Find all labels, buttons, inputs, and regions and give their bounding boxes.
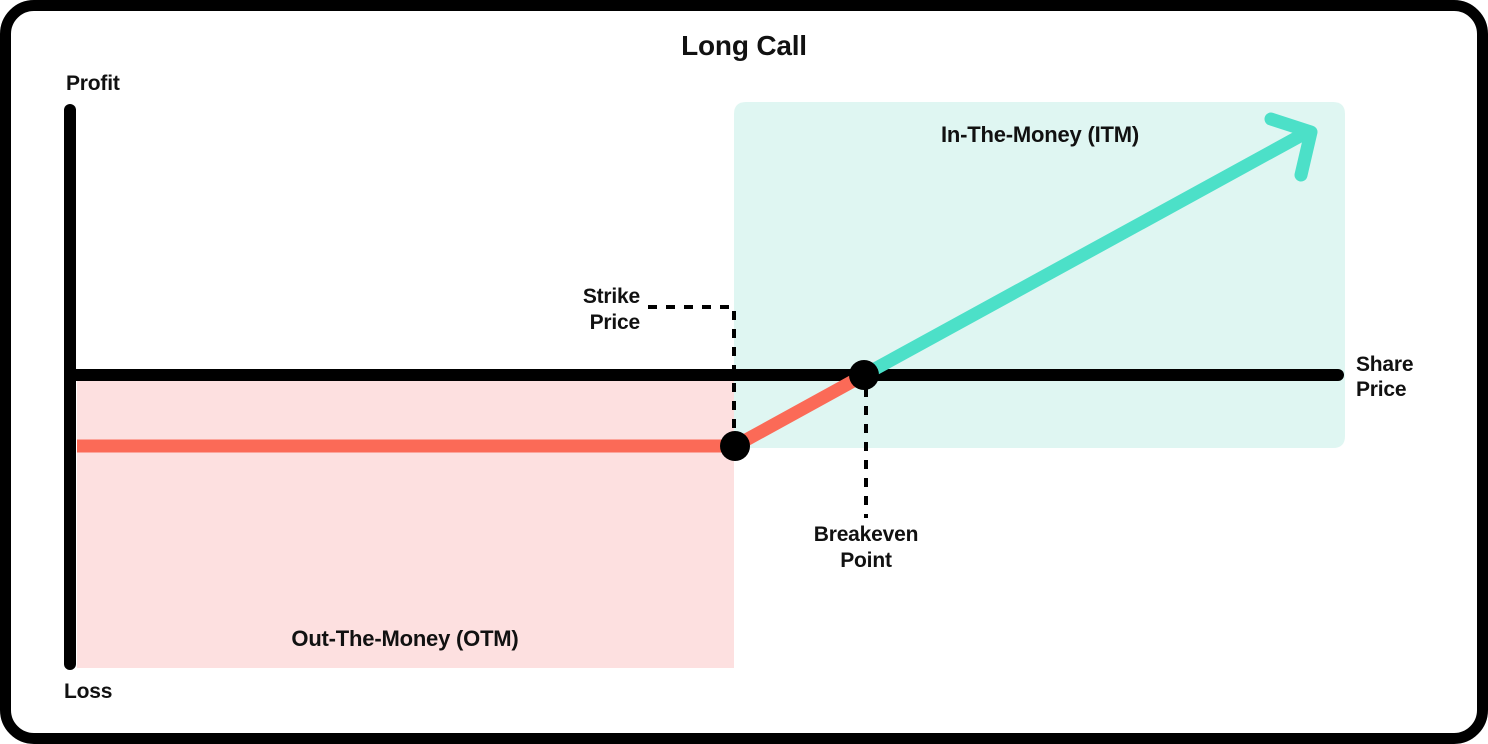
annotation-breakeven-point: Breakeven Point — [813, 523, 919, 572]
axis-label-share-price: Share Price — [1356, 353, 1414, 401]
breakeven-marker — [849, 360, 879, 390]
annotation-out-the-money: Out-The-Money (OTM) — [291, 626, 519, 651]
axis-label-loss: Loss — [64, 680, 113, 703]
annotation-in-the-money: In-The-Money (ITM) — [940, 122, 1140, 147]
annotation-strike-price: Strike Price — [582, 285, 640, 334]
page-title: Long Call — [681, 30, 807, 61]
strike-price-marker — [720, 431, 750, 461]
axis-label-profit: Profit — [66, 72, 120, 95]
arrow-head-icon — [1264, 112, 1318, 182]
profit-payoff-line — [855, 129, 1307, 383]
otm-region — [77, 381, 734, 668]
